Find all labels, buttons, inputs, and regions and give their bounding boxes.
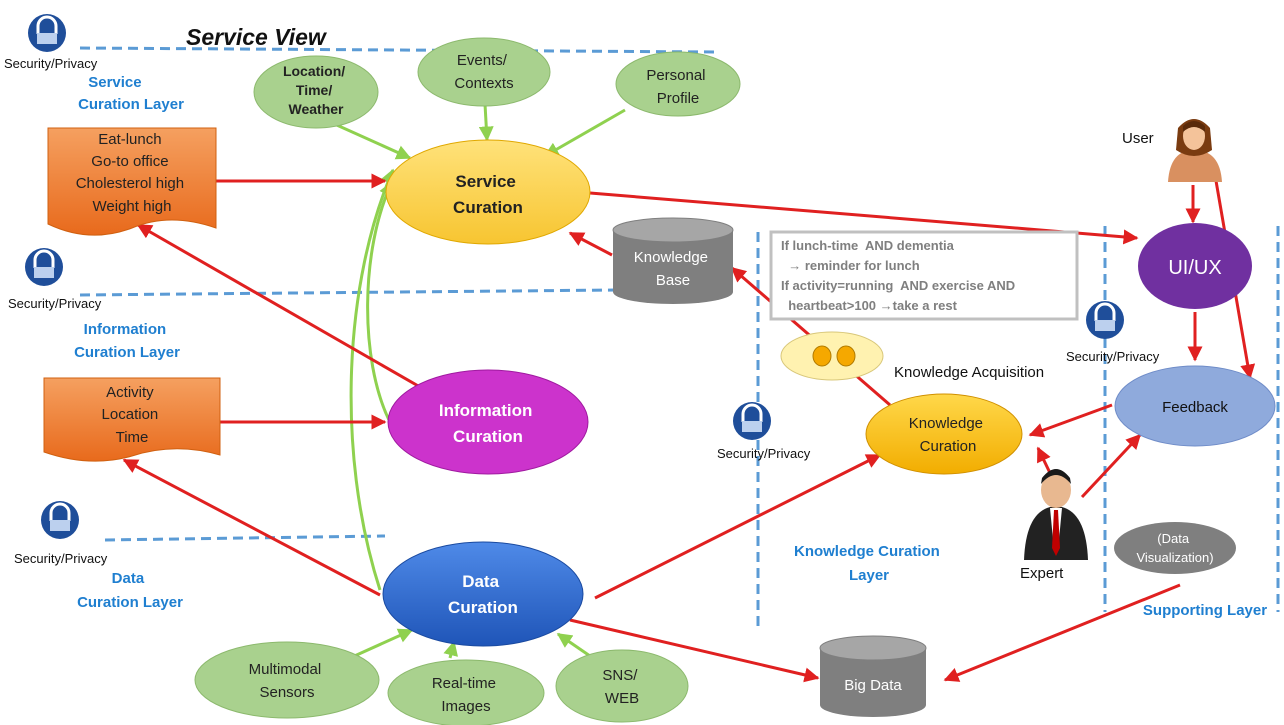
security-label: Security/Privacy <box>1066 349 1160 364</box>
information-doc: Activity Location Time <box>43 377 221 462</box>
svg-text:Real-time Images: Real-time Images <box>432 675 500 715</box>
feedback-node: Feedback <box>1114 365 1276 447</box>
svg-text:(Data Visualization): (Data Visualization) <box>1136 531 1213 565</box>
service-layer-label: Service Curation Layer <box>78 74 184 113</box>
service-layer-line <box>79 46 716 54</box>
expert-icon <box>1024 469 1088 560</box>
security-group-supporting: Security/Privacy <box>1066 301 1160 364</box>
multimodal-sensors-node: Multimodal Sensors <box>194 641 380 719</box>
svg-text:Multimodal Sensors: Multimodal Sensors <box>249 661 326 701</box>
security-label: Security/Privacy <box>8 296 102 311</box>
information-layer-label: Information Curation Layer <box>74 321 180 361</box>
big-data-cylinder: Big Data <box>819 635 927 717</box>
security-group-data: Security/Privacy <box>14 501 108 566</box>
svg-text:Knowledge Base: Knowledge Base <box>634 249 712 289</box>
eyes-icon <box>780 331 884 381</box>
service-curation-node: Service Curation <box>385 139 591 245</box>
svg-text:Service Curation: Service Curation <box>453 172 523 217</box>
svg-text:Knowledge Curation: Knowledge Curation <box>909 415 987 455</box>
expert-label: Expert <box>1020 565 1064 582</box>
knowledge-acquisition-label: Knowledge Acquisition <box>894 364 1044 381</box>
data-curation-node: Data Curation <box>382 541 584 647</box>
svg-text:SNS/ WEB: SNS/ WEB <box>602 667 641 707</box>
svg-text:Location/ Time/ We: Location/ Time/ Weather <box>283 63 349 117</box>
data-layer-line <box>104 534 386 542</box>
svg-text:If lunch-time AND dementia: If lunch-time AND dementia → reminder fo… <box>0 0 1040 313</box>
ui-ux-node: UI/UX <box>1138 223 1252 309</box>
information-curation-node: Information Curation <box>387 369 589 475</box>
security-label: Security/Privacy <box>14 551 108 566</box>
user-icon <box>1168 119 1222 182</box>
svg-text:Eat-lunch Go-to office: Eat-lunch Go-to office Cholesterol high … <box>76 131 189 215</box>
rules-box: If lunch-time AND dementia → reminder fo… <box>0 0 1079 321</box>
security-label: Security/Privacy <box>717 446 811 461</box>
information-layer-line <box>79 288 616 297</box>
real-time-images-node: Real-time Images <box>387 659 545 725</box>
user-label: User <box>1122 130 1154 147</box>
security-group-service: Security/Privacy <box>4 14 98 71</box>
svg-text:Big Data: Big Data <box>844 677 902 694</box>
service-doc: Eat-lunch Go-to office Cholesterol high … <box>47 127 217 236</box>
layer-separators <box>79 46 1280 628</box>
location-time-weather-node: Location/ Time/ Weather <box>253 55 379 129</box>
svg-text:Data Curation: Data Curation <box>448 572 518 617</box>
personal-profile-node: Personal Profile <box>615 51 741 117</box>
svg-text:Information Curation: Information Curation <box>439 401 537 446</box>
data-visualization-node: (Data Visualization) <box>1114 522 1236 574</box>
security-label: Security/Privacy <box>4 56 98 71</box>
page-title: Service View <box>186 24 328 50</box>
green-arrows <box>329 103 626 660</box>
knowledge-curation-node: Knowledge Curation <box>865 393 1023 475</box>
svg-text:Activity Location: Activity Location Time <box>102 384 163 446</box>
svg-text:UI/UX: UI/UX <box>1168 257 1221 279</box>
events-contexts-node: Events/ Contexts <box>417 37 551 107</box>
svg-text:Personal Profile: Personal Profile <box>646 67 709 107</box>
knowledge-layer-label: Knowledge Curation Layer <box>794 543 944 584</box>
knowledge-base-cylinder: Knowledge Base <box>612 217 734 304</box>
security-group-knowledge: Security/Privacy <box>717 402 811 461</box>
svg-text:Events/ Contexts: Events/ Contexts <box>454 52 513 92</box>
data-layer-label: Data Curation Layer <box>77 570 183 611</box>
sns-web-node: SNS/ WEB <box>555 649 689 723</box>
supporting-layer-label: Supporting Layer <box>1143 602 1267 619</box>
svg-text:Feedback: Feedback <box>1162 399 1228 416</box>
security-group-information: Security/Privacy <box>8 248 102 311</box>
